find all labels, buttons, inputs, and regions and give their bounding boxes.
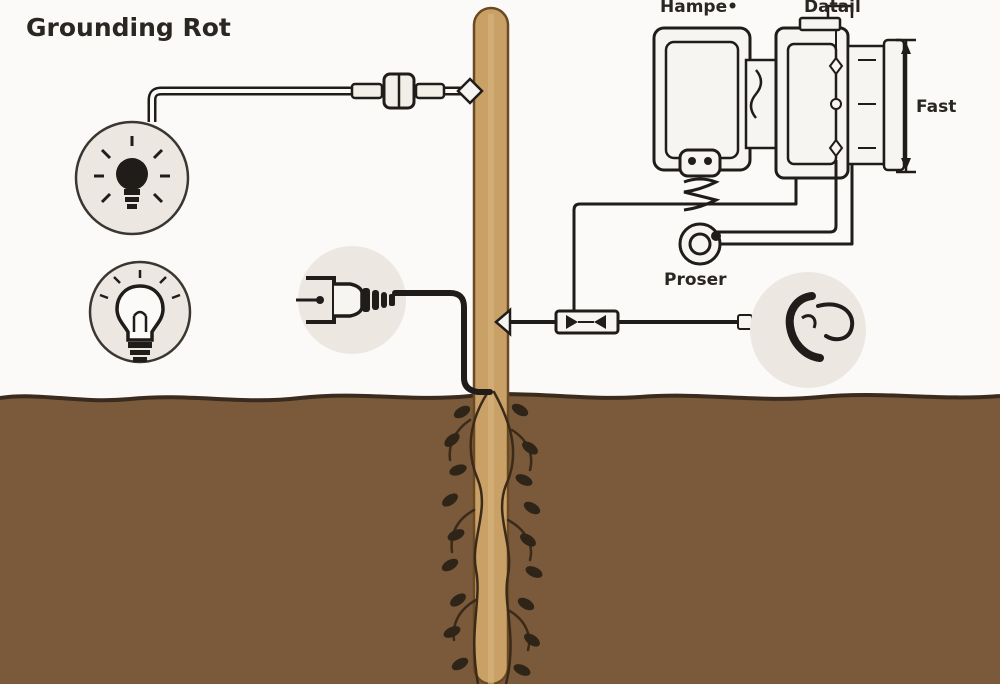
top-left-wire: [147, 72, 484, 122]
light-bulb-on-icon: [74, 120, 190, 236]
label-component: Proser: [664, 270, 727, 290]
plug-cable: [392, 290, 493, 395]
device-assembly: [652, 4, 906, 180]
root-leaves: [441, 403, 543, 676]
label-top-right-unit: Datail: [804, 0, 861, 17]
light-bulb-icon: [88, 260, 192, 364]
spring-valve: [678, 148, 722, 266]
device-wire-b: [720, 164, 854, 246]
diagram-title: Grounding Rot: [26, 13, 231, 42]
label-measure: Fast: [916, 97, 956, 117]
measure-bracket: [896, 38, 916, 174]
label-top-left-unit: Hampe•: [660, 0, 738, 17]
wire-box-to-machine: [572, 170, 798, 311]
soil-edge: [0, 392, 1000, 403]
ear-sensor-icon: [750, 272, 866, 388]
rod-right-connector: [494, 307, 790, 337]
device-wire-a: [716, 160, 838, 234]
power-plug-icon: [296, 246, 406, 354]
